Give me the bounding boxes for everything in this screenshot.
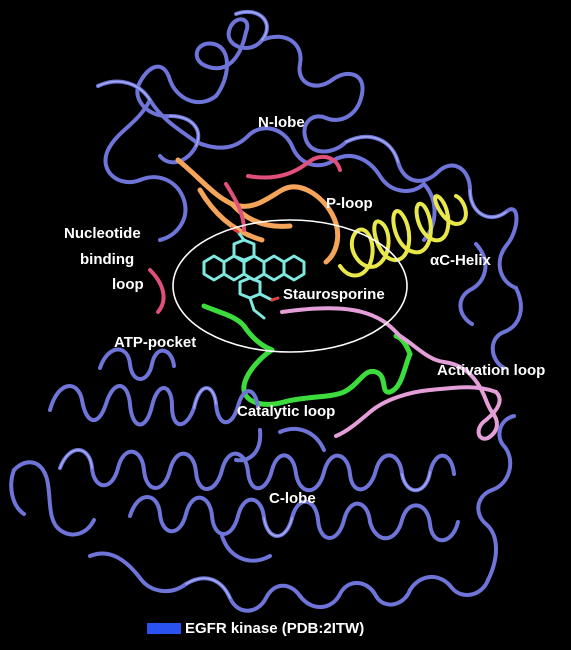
label-nucleotide: Nucleotide bbox=[64, 225, 141, 242]
catalytic-loop-ribbon bbox=[201, 303, 413, 407]
staurosporine-ligand bbox=[202, 230, 306, 320]
legend: EGFR kinase (PDB:2ITW) bbox=[147, 619, 365, 637]
activation-loop-ribbon bbox=[280, 306, 502, 441]
label-binding: binding bbox=[80, 251, 135, 268]
label-c-lobe: C-lobe bbox=[269, 490, 316, 507]
label-catalytic-loop: Catalytic loop bbox=[237, 403, 336, 420]
ac-helix-ribbon bbox=[338, 194, 468, 278]
label-activation-loop: Activation loop bbox=[437, 362, 546, 379]
binding-site-ellipse bbox=[172, 219, 408, 353]
label-loop: loop bbox=[112, 276, 144, 293]
legend-swatch bbox=[147, 622, 181, 634]
c-lobe-ribbon-highlight bbox=[59, 387, 431, 599]
label-ac-helix: αC-Helix bbox=[430, 252, 491, 269]
label-atp-pocket: ATP-pocket bbox=[114, 334, 197, 351]
c-lobe-ribbon bbox=[9, 347, 516, 613]
legend-text: EGFR kinase (PDB:2ITW) bbox=[185, 619, 365, 637]
nucleotide-binding-loop-ribbon bbox=[148, 154, 342, 314]
label-staurosporine: Staurosporine bbox=[283, 286, 385, 303]
n-lobe-ribbon-highlight bbox=[97, 11, 507, 218]
label-p-loop: P-loop bbox=[326, 195, 373, 212]
label-n-lobe: N-lobe bbox=[258, 114, 305, 131]
